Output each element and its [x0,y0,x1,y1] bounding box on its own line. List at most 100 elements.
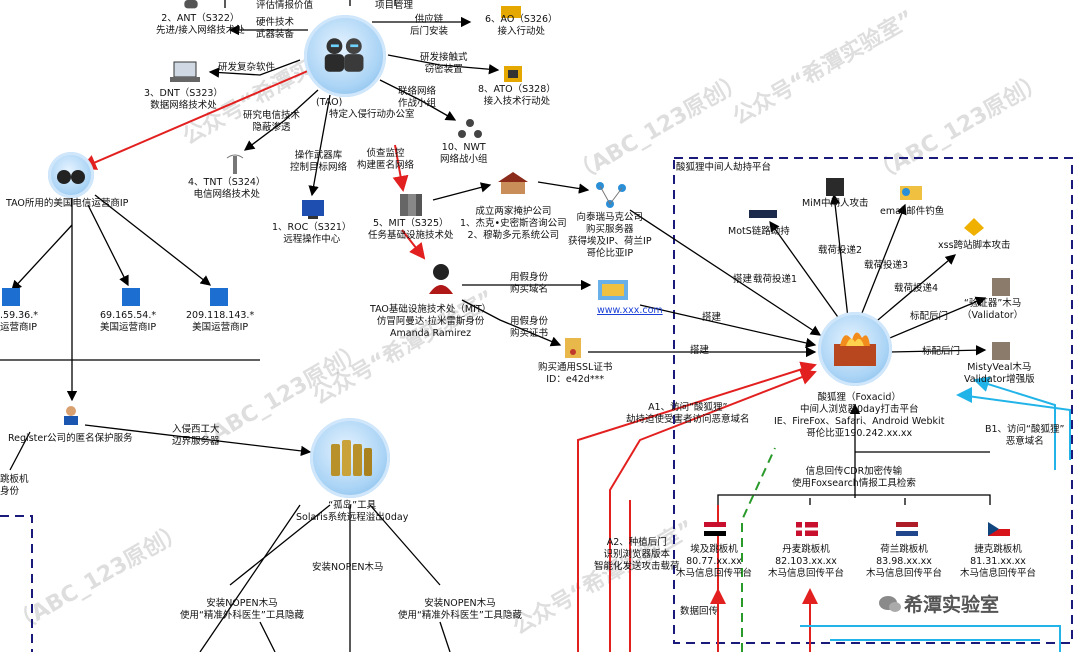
link-telecom: 研究电信技术隐蔽渗透 [243,110,301,133]
attack-mots: MotS链路劫持 [728,226,790,237]
intrusion-link: 入侵西工大边界服务器 [172,424,220,447]
domain-url[interactable]: www.xxx.com [597,305,663,316]
solaris-hub [310,418,390,498]
flow-b1: B1、访问“酸狐狸”恶意域名 [985,424,1065,447]
unit-ao: 6、AO（S326）接入行动处 [485,14,558,37]
platform-title: 酸狐狸中间人劫持平台 [676,162,772,173]
foxacid-hub [818,312,892,386]
link-project: 项目管理 [375,0,414,11]
flow-a1: A1、访问“酸狐狸”劫持迫使受害者访问恶意域名 [626,402,750,425]
backdoor-label: 标配后门 [910,311,949,322]
link-complex-sw: 研发复杂软件 [218,62,276,73]
attack-mim: MiM中间人攻击 [802,198,869,209]
unit-dnt: 3、DNT（S323）数据网络技术处 [144,88,223,111]
isp-node: 209.118.143.*美国运营商IP [186,310,255,333]
build-label: 搭建 [690,345,710,356]
flag-icon [988,522,1010,536]
unit-roc: 1、ROC（S321）远程操作中心 [272,222,352,245]
people-icon [458,119,482,138]
link-monitor: 侦查监控构建匿名网络 [357,148,415,171]
bug-icon [184,0,198,9]
load-label: 载荷投递3 [864,260,909,271]
flag-icon [796,522,818,536]
satellite-icon [226,154,244,174]
masked-hacker-icon [429,264,453,294]
tao-subtitle: 特定入侵行动办公室 [329,109,415,120]
validator-trojan: “验证器”木马（Validator） [962,298,1024,321]
brand-watermark: 希潭实验室 [904,594,1000,616]
load-label: 载荷投递4 [894,283,939,294]
isp-title: TAO所用的美国电信运营商IP [6,198,129,209]
unit-mit: 5、MIT（S325）任务基础设施技术处 [368,218,454,241]
attack-xss: xss跨站脚本攻击 [938,240,1011,251]
cert-buy-label: 用假身份购买证书 [510,316,549,339]
unit-ant: 2、ANT（S322）先进/接入网络技术处 [156,13,245,36]
hacker-icon [826,178,844,196]
firewall-fire-icon [834,332,876,366]
left-jump: 跳板机身份 [0,474,29,497]
bullets-icon [331,440,372,476]
attack-email: email邮件钓鱼 [880,206,945,217]
isp-node: .59.36.*运营商IP [0,310,38,333]
tao-hub [304,15,386,97]
install-nopen: 安装NOPEN木马 [312,562,384,573]
link-hardware: 硬件技术武器装备 [256,17,295,40]
backdoor-label: 标配后门 [922,346,961,357]
install-nopen-hide: 安装NOPEN木马使用“精准外科医生”工具隐藏 [180,598,304,621]
unit-ato: 8、ATO（S328）接入技术行动处 [478,84,556,107]
cdr-label: 信息回传CDR加密传输使用Foxsearch情报工具检索 [792,466,916,489]
link-supply: 供应链后门安装 [410,14,449,37]
house-icon [498,172,528,194]
hacker-icon [324,38,364,72]
link-joint: 联络网络作战小组 [398,86,437,109]
isp-node: 69.165.54.*美国运营商IP [100,310,157,333]
register-service: Register公司的匿名保护服务 [8,433,133,444]
load-label: 载荷投递2 [818,245,863,256]
user-icon [64,406,78,425]
truck-icon [501,6,521,18]
server-icon [302,200,324,219]
unit-tnt: 4、TNT（S324）电信网络技术处 [188,177,266,200]
servers-icon [400,194,422,216]
xss-icon [964,218,984,236]
flow-a2: A2、种植后门识别浏览器版本智能化发送攻击载荷 [594,537,680,572]
wechat-icon [879,596,901,612]
flow-data-back: 数据回传 [680,606,719,617]
link-eval: 评估情报价值 [256,0,314,11]
install-nopen-hide: 安装NOPEN木马使用“精准外科医生”工具隐藏 [398,598,522,621]
build-label: 搭建 [702,312,722,323]
mail-icon [900,186,922,200]
flag-icon [704,522,726,536]
flag-icon [896,522,918,536]
shield-icon [210,288,228,306]
binoculars-icon [57,170,85,184]
network-icon [596,182,626,208]
horse-icon [992,342,1010,360]
load-label: 载荷投递1 [753,274,798,285]
certificate-icon [565,338,581,358]
link-contact: 研发接触式窃密装置 [420,52,468,75]
tao-name: (TAO) [316,97,343,108]
web-icon [598,280,628,300]
laptop-icon [170,61,200,82]
isp-hub [48,152,94,198]
link-weapons: 操作武器库控制目标网络 [290,150,348,173]
domain-buy-label: 用假身份购买域名 [510,272,549,295]
shield-icon [2,288,20,306]
shield-icon [122,288,140,306]
device-icon [504,66,522,82]
switch-icon [749,210,777,218]
